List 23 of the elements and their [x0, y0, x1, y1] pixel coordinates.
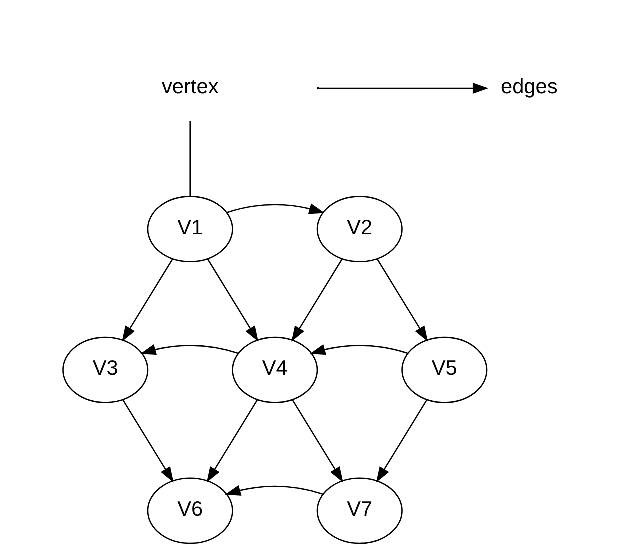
arrow	[292, 400, 343, 483]
arrow	[140, 344, 238, 356]
node-text: vertex	[161, 75, 218, 98]
arrow	[224, 485, 323, 496]
node-ellipse: V7	[316, 478, 402, 544]
node-ellipse: V5	[401, 336, 488, 404]
arrow	[318, 83, 488, 94]
arrow	[122, 400, 174, 483]
arrow	[226, 204, 324, 214]
arrow	[291, 258, 342, 342]
node-ellipse: V3	[62, 336, 148, 404]
node-ellipse: V2	[316, 196, 402, 263]
arrow	[206, 258, 258, 342]
node-ellipse: V1	[146, 196, 233, 263]
arrow	[122, 258, 173, 342]
node-ellipse: V6	[146, 478, 233, 544]
arrow	[376, 400, 428, 483]
connector	[189, 121, 191, 196]
node-ellipse: V4	[232, 336, 318, 404]
node-text: edges	[500, 75, 558, 98]
arrow	[376, 258, 428, 342]
arrow	[309, 344, 408, 356]
arrow	[206, 400, 258, 483]
